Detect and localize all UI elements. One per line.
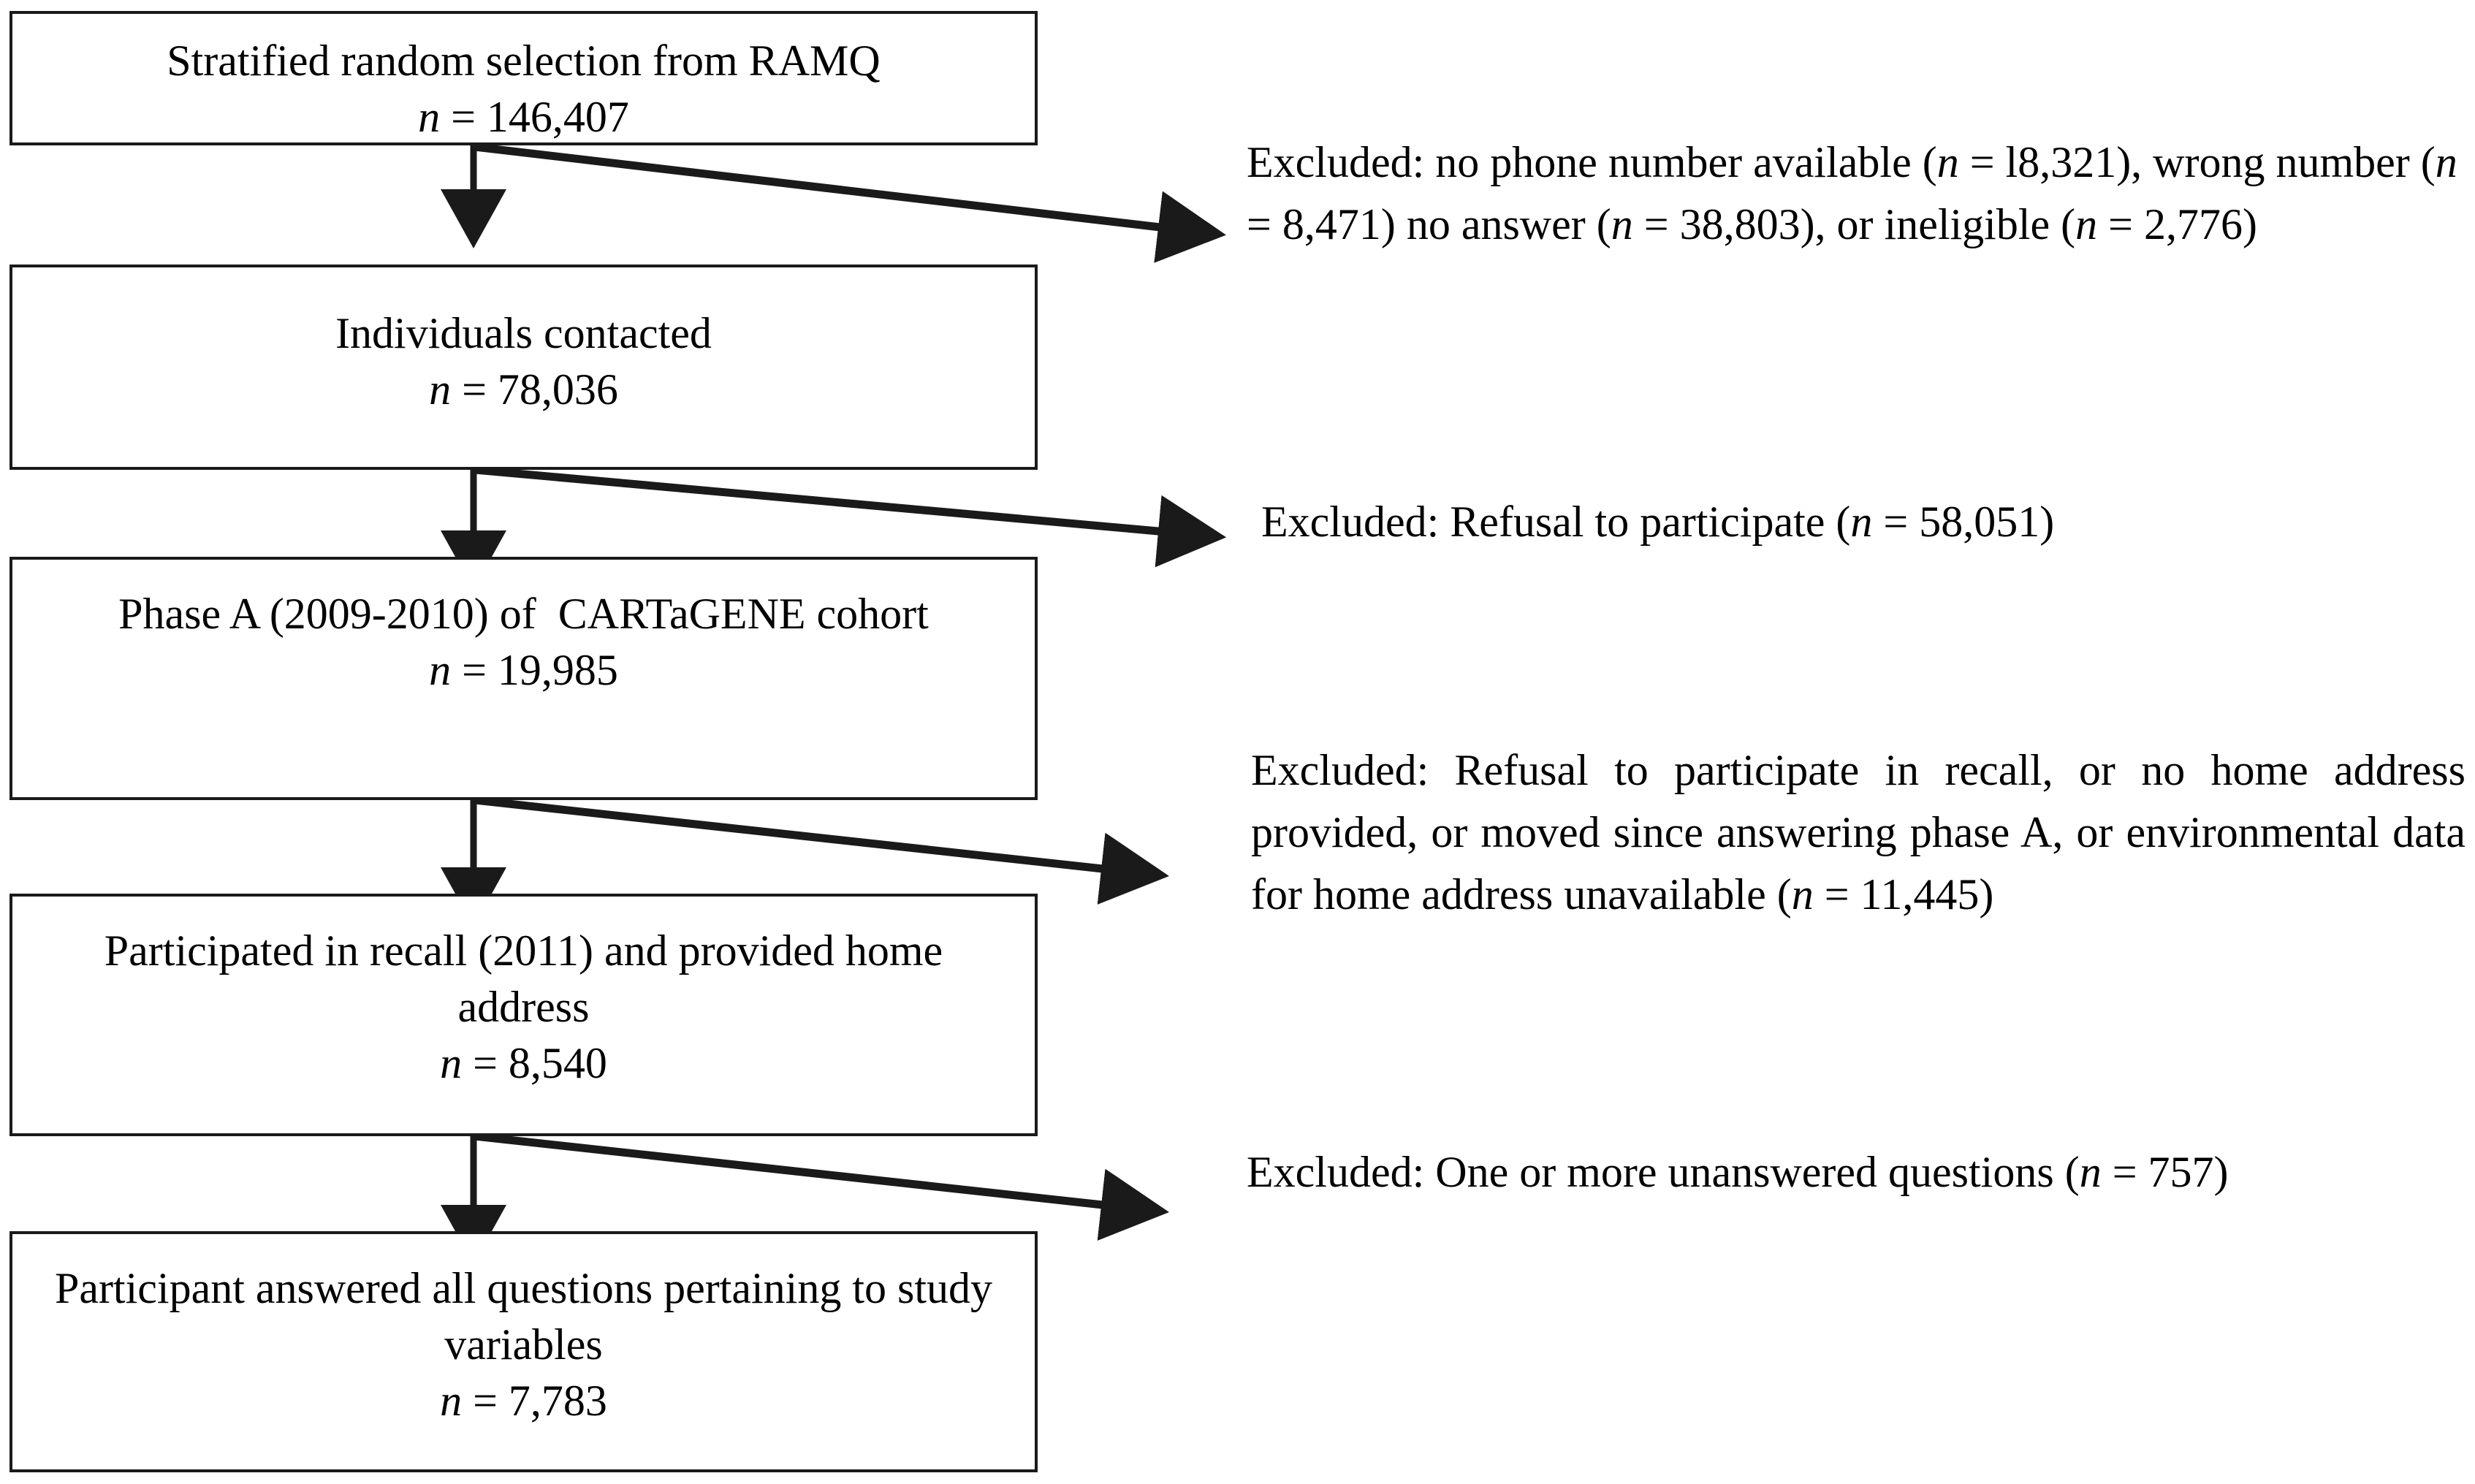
branch-arrow-2 (474, 465, 1227, 568)
n-symbol: n (440, 1376, 463, 1425)
note-text: = 11,445) (1813, 870, 1994, 919)
flow-box-count: n = 8,540 (53, 1035, 994, 1092)
equals-sign: = (451, 365, 498, 414)
note-text: = l8,321), wrong number ( (1958, 138, 2436, 186)
n-symbol: n (429, 365, 452, 414)
note-text: = 2,776) (2097, 200, 2257, 249)
note-text: = 58,051) (1872, 498, 2055, 546)
note-text: Excluded: Refusal to participate ( (1261, 498, 1851, 546)
equals-sign: = (462, 1038, 509, 1087)
note-text: Excluded: no phone number available ( (1247, 138, 1937, 186)
branch-arrow-4 (474, 1132, 1170, 1241)
n-symbol: n (440, 1038, 463, 1087)
branch-arrow-1 (474, 142, 1226, 263)
flow-box-answered-all-questions: Participant answered all questions perta… (9, 1231, 1038, 1472)
note-text: = 757) (2101, 1148, 2229, 1196)
flow-box-label: Participant answered all questions perta… (54, 1264, 1004, 1369)
branch-arrow-3 (474, 796, 1170, 905)
count-value: 8,540 (508, 1038, 607, 1087)
flow-box-count: n = 78,036 (53, 362, 994, 418)
flow-box-phase-a-cartagene-cohort: Phase A (2009-2010) of CARTaGENE cohort … (9, 557, 1038, 800)
flow-box-individuals-contacted: Individuals contacted n = 78,036 (9, 265, 1038, 470)
exclusion-note-no-phone: Excluded: no phone number available (n =… (1247, 132, 2460, 256)
equals-sign: = (451, 645, 498, 694)
n-symbol: n (2435, 138, 2457, 186)
exclusion-note-refusal-participate: Excluded: Refusal to participate (n = 58… (1261, 491, 2460, 553)
flow-box-label: Stratified random selection from RAMQ (167, 37, 881, 85)
flow-box-stratified-random-selection: Stratified random selection from RAMQ n … (9, 11, 1038, 145)
count-value: 78,036 (497, 365, 618, 414)
equals-sign: = (462, 1376, 509, 1425)
flow-box-count: n = 19,985 (53, 642, 994, 699)
flow-box-label: Phase A (2009-2010) of CARTaGENE cohort (118, 590, 929, 638)
flow-box-count: n = 7,783 (53, 1373, 994, 1429)
count-value: 146,407 (486, 92, 629, 141)
exclusion-note-recall-refusal: Excluded: Refusal to participate in reca… (1251, 739, 2466, 926)
flow-box-label: Individuals contacted (335, 309, 712, 357)
flow-box-count: n = 146,407 (53, 89, 994, 145)
n-symbol: n (1850, 498, 1873, 546)
count-value: 7,783 (508, 1376, 607, 1425)
note-text: Excluded: Refusal to participate in reca… (1251, 746, 2466, 919)
note-text: = 8,471) no answer ( (1247, 200, 1611, 249)
exclusion-note-unanswered-questions: Excluded: One or more unanswered questio… (1247, 1141, 2460, 1203)
note-text: Excluded: One or more unanswered questio… (1247, 1148, 2080, 1196)
count-value: 19,985 (497, 645, 618, 694)
equals-sign: = (440, 92, 487, 141)
n-symbol: n (418, 92, 441, 141)
n-symbol: n (2075, 200, 2098, 249)
flow-box-label: Participated in recall (2011) and provid… (104, 926, 954, 1031)
n-symbol: n (429, 645, 452, 694)
flow-box-participated-in-recall: Participated in recall (2011) and provid… (9, 894, 1038, 1136)
n-symbol: n (1936, 138, 1959, 186)
n-symbol: n (2079, 1148, 2102, 1196)
note-text: = 38,803), or ineligible ( (1632, 200, 2076, 249)
n-symbol: n (1791, 870, 1814, 919)
n-symbol: n (1611, 200, 1633, 249)
